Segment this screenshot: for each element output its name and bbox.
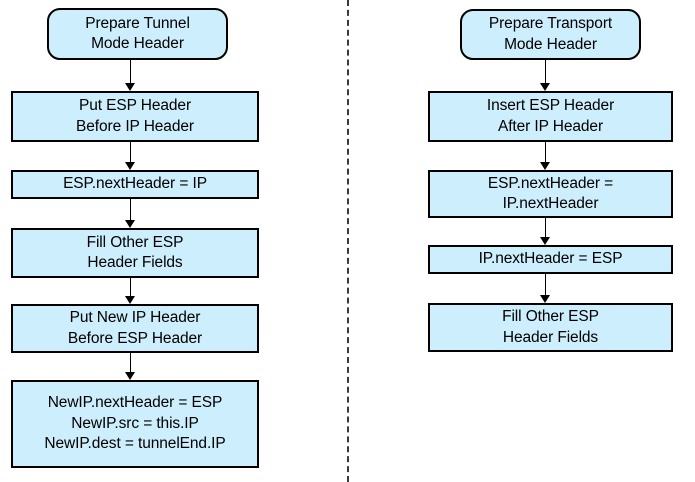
arrow-head-icon bbox=[125, 372, 135, 380]
arrow-connector bbox=[540, 60, 551, 91]
flowchart-node-tunnel-step-1: Put ESP Header Before IP Header bbox=[11, 91, 259, 142]
arrow-head-icon bbox=[125, 162, 135, 170]
arrow-connector bbox=[540, 218, 551, 245]
node-label: IP.nextHeader = ESP bbox=[478, 250, 623, 268]
node-label: Fill Other ESP Header Fields bbox=[502, 308, 599, 346]
flowchart-node-tunnel-step-2: ESP.nextHeader = IP bbox=[11, 170, 259, 199]
node-label: Insert ESP Header After IP Header bbox=[486, 97, 615, 135]
arrow-stem bbox=[130, 199, 131, 221]
flowchart-node-tunnel-start: Prepare Tunnel Mode Header bbox=[47, 8, 228, 60]
arrow-stem bbox=[130, 278, 131, 297]
flowchart-node-transport-step-1: Insert ESP Header After IP Header bbox=[428, 91, 673, 142]
arrow-head-icon bbox=[540, 237, 550, 245]
flowchart-node-transport-step-4: Fill Other ESP Header Fields bbox=[428, 303, 673, 352]
arrow-head-icon bbox=[125, 83, 135, 91]
arrow-stem bbox=[545, 274, 546, 296]
arrow-connector bbox=[125, 278, 136, 304]
flowchart-node-tunnel-step-4: Put New IP Header Before ESP Header bbox=[11, 304, 259, 353]
column-divider bbox=[347, 0, 349, 482]
flowchart-node-transport-start: Prepare Transport Mode Header bbox=[460, 9, 641, 60]
node-label: Put ESP Header Before IP Header bbox=[76, 97, 194, 135]
node-label: ESP.nextHeader = IP bbox=[63, 175, 207, 193]
arrow-stem bbox=[130, 60, 131, 84]
flowchart-node-transport-step-2: ESP.nextHeader = IP.nextHeader bbox=[428, 170, 673, 218]
node-label: Put New IP Header Before ESP Header bbox=[67, 309, 203, 347]
arrow-head-icon bbox=[540, 295, 550, 303]
arrow-connector bbox=[125, 353, 136, 380]
arrow-head-icon bbox=[125, 220, 135, 228]
flowchart-node-tunnel-step-3: Fill Other ESP Header Fields bbox=[11, 228, 259, 278]
node-label: Prepare Transport Mode Header bbox=[488, 15, 613, 53]
arrow-head-icon bbox=[540, 83, 550, 91]
arrow-connector bbox=[540, 274, 551, 303]
node-label: Prepare Tunnel Mode Header bbox=[85, 14, 190, 52]
arrow-head-icon bbox=[540, 162, 550, 170]
arrow-connector bbox=[125, 199, 136, 228]
node-label: NewIP.nextHeader = ESP NewIP.src = this.… bbox=[44, 394, 226, 453]
arrow-stem bbox=[545, 142, 546, 163]
flowchart-node-tunnel-step-5: NewIP.nextHeader = ESP NewIP.src = this.… bbox=[11, 380, 259, 468]
arrow-stem bbox=[545, 60, 546, 84]
arrow-stem bbox=[130, 353, 131, 373]
arrow-connector bbox=[125, 60, 136, 91]
arrow-connector bbox=[540, 142, 551, 170]
node-label: Fill Other ESP Header Fields bbox=[86, 233, 184, 271]
arrow-stem bbox=[545, 218, 546, 238]
arrow-head-icon bbox=[125, 296, 135, 304]
arrow-stem bbox=[130, 142, 131, 163]
node-label: ESP.nextHeader = IP.nextHeader bbox=[487, 174, 614, 212]
arrow-connector bbox=[125, 142, 136, 170]
flowchart-node-transport-step-3: IP.nextHeader = ESP bbox=[428, 245, 673, 274]
